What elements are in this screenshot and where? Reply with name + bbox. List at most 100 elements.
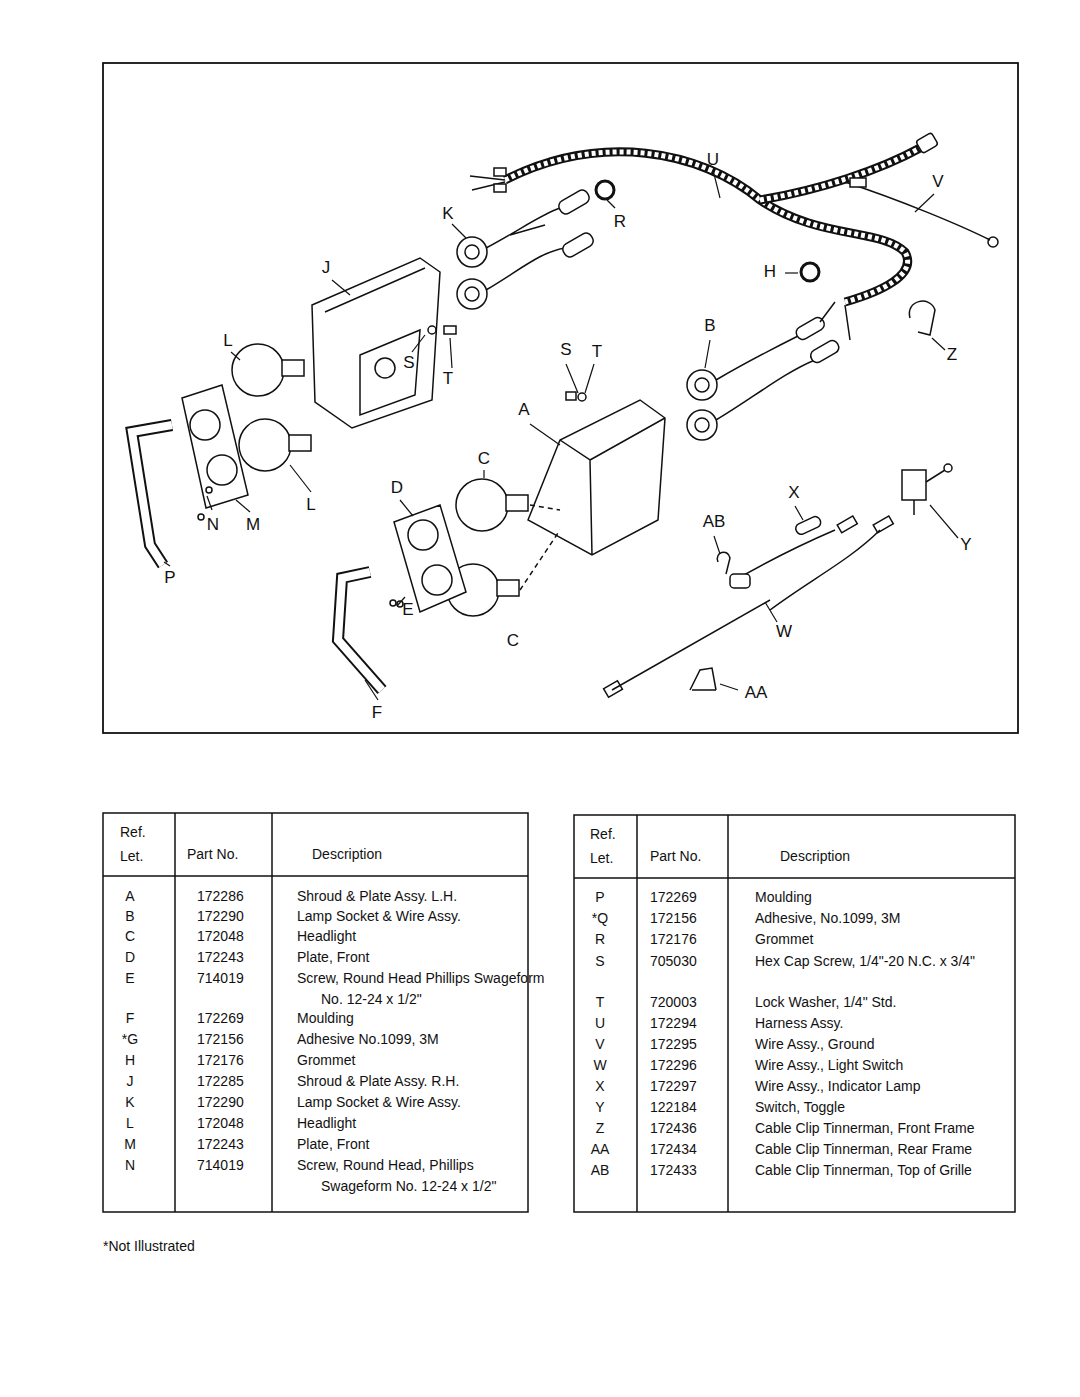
part-number: 172294 <box>650 1013 697 1034</box>
cable-clip <box>717 552 730 574</box>
indicator-wire <box>730 515 893 610</box>
part-number: 172290 <box>197 1092 244 1113</box>
ref-letter: P <box>570 887 630 908</box>
ref-letter: AB <box>570 1160 630 1181</box>
part-description: Grommet <box>755 929 813 950</box>
front-plate <box>394 505 466 612</box>
callout-letter: N <box>193 515 233 535</box>
ref-letter: H <box>100 1050 160 1071</box>
lamp-socket <box>457 188 595 309</box>
moulding <box>338 572 382 690</box>
ref-letter: *G <box>100 1029 160 1050</box>
part-description: Wire Assy., Ground <box>755 1034 875 1055</box>
part-number: 172290 <box>197 906 244 927</box>
ref-letter: W <box>570 1055 630 1076</box>
ref-letter: K <box>100 1092 160 1113</box>
callout-letter: T <box>428 369 468 389</box>
ref-letter: Y <box>570 1097 630 1118</box>
moulding <box>132 425 172 565</box>
part-number: 172156 <box>197 1029 244 1050</box>
lamp-socket <box>687 302 850 440</box>
callout-letter: AA <box>736 683 776 703</box>
callout-letter: U <box>693 150 733 170</box>
callout-letter: V <box>918 172 958 192</box>
ref-letter: N <box>100 1155 160 1176</box>
part-number: 172269 <box>197 1008 244 1029</box>
ref-letter: T <box>570 992 630 1013</box>
moulding <box>338 572 382 690</box>
part-number: 172048 <box>197 926 244 947</box>
ref-letter: D <box>100 947 160 968</box>
part-number: 172436 <box>650 1118 697 1139</box>
callout-letter: J <box>306 258 346 278</box>
shroud <box>528 400 665 555</box>
part-description: Shroud & Plate Assy. L.H. <box>297 886 457 907</box>
part-number: 172295 <box>650 1034 697 1055</box>
part-number: 705030 <box>650 951 697 972</box>
callout-letter: H <box>750 262 790 282</box>
harness <box>470 132 998 302</box>
callout-letter: P <box>150 568 190 588</box>
part-description: Screw, Round Head Phillips Swageform No.… <box>297 968 546 1010</box>
callout-letter: S <box>546 340 586 360</box>
column-header: Ref. Let. <box>590 822 630 870</box>
part-number: 172048 <box>197 1113 244 1134</box>
callout-letter: C <box>464 449 504 469</box>
callout-letter: M <box>233 515 273 535</box>
ref-letter: R <box>570 929 630 950</box>
part-description: Plate, Front <box>297 1134 369 1155</box>
ref-letter: U <box>570 1013 630 1034</box>
part-description: Cable Clip Tinnerman, Front Frame <box>755 1118 974 1139</box>
part-description: Adhesive No.1099, 3M <box>297 1029 439 1050</box>
ref-letter: V <box>570 1034 630 1055</box>
frame <box>103 63 1018 733</box>
ref-letter: J <box>100 1071 160 1092</box>
part-description: Hex Cap Screw, 1/4"-20 N.C. x 3/4" <box>755 951 994 972</box>
callout-letter: C <box>493 631 533 651</box>
part-description: Wire Assy., Light Switch <box>755 1055 903 1076</box>
part-description: Shroud & Plate Assy. R.H. <box>297 1071 459 1092</box>
part-number: 122184 <box>650 1097 697 1118</box>
ref-letter: L <box>100 1113 160 1134</box>
ref-letter: C <box>100 926 160 947</box>
column-header: Part No. <box>650 846 701 867</box>
part-description: Cable Clip Tinnerman, Rear Frame <box>755 1139 972 1160</box>
callout-letter: Z <box>932 345 972 365</box>
part-number: 172286 <box>197 886 244 907</box>
leader-line <box>164 170 958 700</box>
part-description: Screw, Round Head, Phillips Swageform No… <box>297 1155 546 1197</box>
callout-letter: B <box>690 316 730 336</box>
front-plate <box>182 385 248 520</box>
part-description: Cable Clip Tinnerman, Top of Grille <box>755 1160 972 1181</box>
cable-clip <box>909 301 935 335</box>
part-description: Wire Assy., Indicator Lamp <box>755 1076 920 1097</box>
callout-letter: A <box>504 400 544 420</box>
table-grid <box>103 813 1015 1212</box>
ref-letter: B <box>100 906 160 927</box>
callout-letter: F <box>357 703 397 723</box>
ref-letter: *Q <box>570 908 630 929</box>
bolt <box>206 326 586 606</box>
ref-letter: Z <box>570 1118 630 1139</box>
part-number: 172297 <box>650 1076 697 1097</box>
callout-letter: S <box>389 353 429 373</box>
grommet <box>801 263 819 281</box>
part-number: 172296 <box>650 1055 697 1076</box>
part-description: Moulding <box>297 1008 354 1029</box>
moulding <box>132 425 172 565</box>
part-number: 172176 <box>650 929 697 950</box>
shroud-hole <box>375 358 395 378</box>
toggle-switch <box>902 464 952 515</box>
callout-letter: Y <box>946 535 986 555</box>
column-header: Description <box>312 844 382 865</box>
callout-letter: L <box>291 495 331 515</box>
part-number: 172176 <box>197 1050 244 1071</box>
part-number: 172243 <box>197 1134 244 1155</box>
part-description: Harness Assy. <box>755 1013 843 1034</box>
part-number: 172285 <box>197 1071 244 1092</box>
callout-letter: AB <box>694 512 734 532</box>
shroud <box>312 258 440 428</box>
column-header: Part No. <box>187 844 238 865</box>
ref-letter: M <box>100 1134 160 1155</box>
